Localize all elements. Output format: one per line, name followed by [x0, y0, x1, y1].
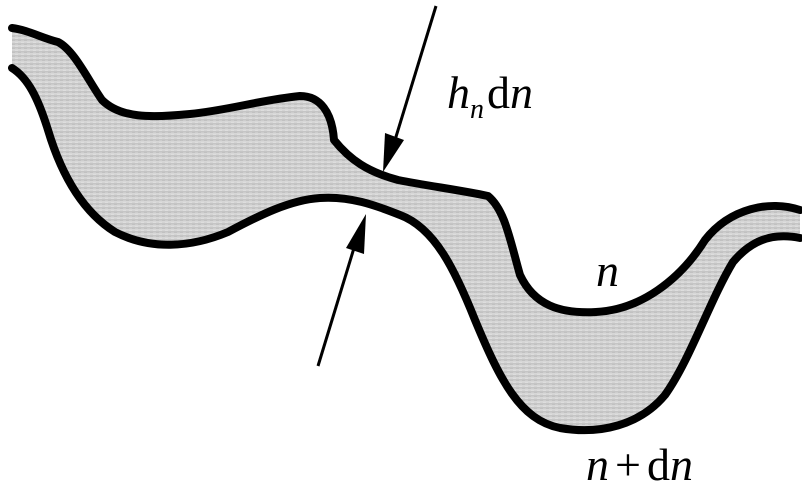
level-curve-n: [8, 24, 802, 317]
curve-label-d: d: [647, 439, 670, 490]
width-label-subscript: n: [470, 94, 484, 125]
shaded-band: [12, 28, 800, 431]
width-arrow-top: [383, 5, 438, 172]
curve-label-n-plus-dn: n+dn: [586, 439, 693, 490]
curve-label-n2: n: [670, 439, 693, 490]
width-label: hndn: [447, 67, 533, 125]
width-arrow-bottom: [316, 214, 366, 367]
width-label-n: n: [510, 67, 533, 118]
curve-label-n: n: [596, 245, 619, 296]
curve-label-plus: +: [615, 439, 641, 490]
width-label-h: h: [447, 67, 470, 118]
width-label-d: d: [487, 67, 510, 118]
level-curve-n-plus-dn: [8, 64, 802, 435]
curve-label-n2-n: n: [586, 439, 609, 490]
